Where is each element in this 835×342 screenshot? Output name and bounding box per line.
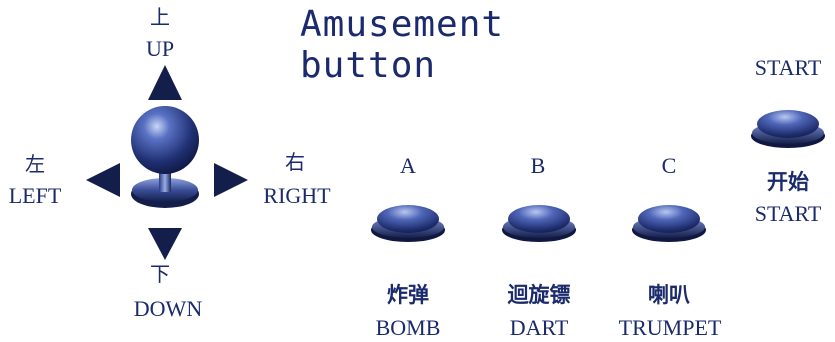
button-a-label: BOMB [375, 315, 441, 340]
start-label-top: START [754, 55, 822, 80]
button-b-label-cn: 迴旋镖 [507, 283, 571, 307]
down-label-cn: 下 [150, 262, 170, 286]
button-a-label-cn: 炸弹 [387, 283, 429, 307]
right-label: RIGHT [263, 183, 331, 208]
right-arrow-icon [214, 163, 248, 197]
down-label: DOWN [133, 296, 203, 321]
left-arrow-icon [86, 163, 120, 197]
button-c-label-cn: 喇叭 [648, 283, 690, 307]
button-b-letter: B [530, 153, 546, 178]
button-c-icon [632, 205, 706, 242]
start-label-cn: 开始 [767, 170, 809, 194]
start-label-bottom: START [754, 201, 822, 226]
left-label: LEFT [8, 183, 62, 208]
down-arrow-icon [148, 228, 182, 260]
button-b-label: DART [509, 315, 569, 340]
up-arrow-icon [148, 65, 182, 100]
left-label-cn: 左 [25, 152, 45, 176]
up-label: UP [145, 36, 175, 61]
button-b-icon [502, 205, 576, 242]
right-label-cn: 右 [285, 150, 305, 174]
button-c-label: TRUMPET [618, 315, 722, 340]
joystick-icon [131, 106, 199, 208]
up-label-cn: 上 [150, 5, 170, 29]
button-a-letter: A [400, 153, 416, 178]
button-a-icon [371, 205, 445, 242]
button-c-letter: C [661, 153, 677, 178]
diagram-title: Amusement button [300, 4, 505, 86]
start-button-icon [751, 110, 825, 148]
